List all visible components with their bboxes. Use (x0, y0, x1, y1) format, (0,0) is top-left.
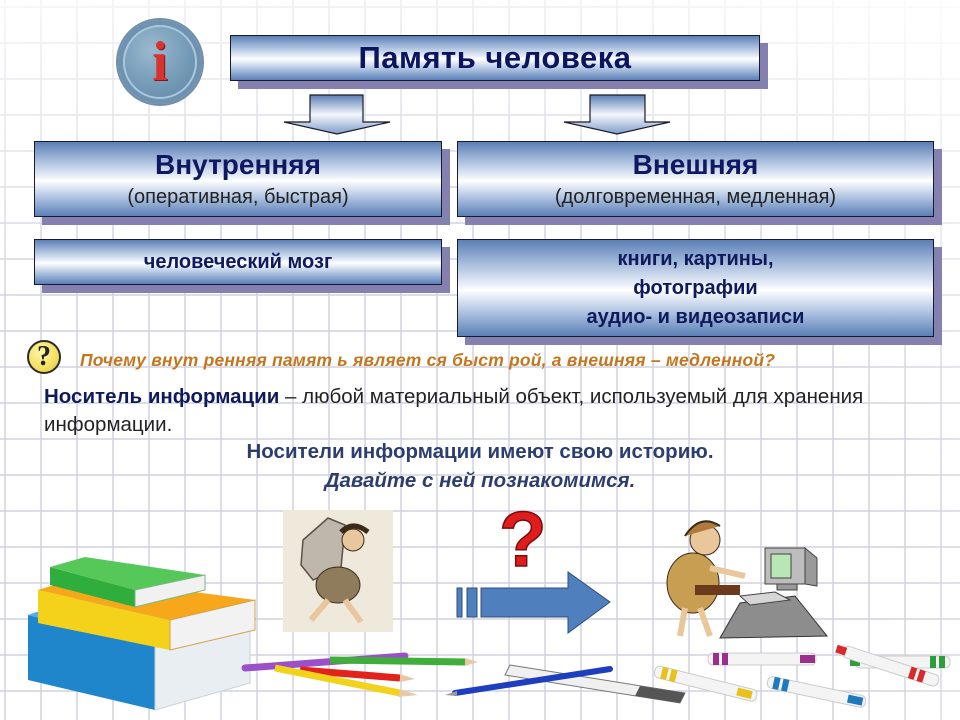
title-box: Память человека (230, 35, 760, 81)
books-stack-icon (28, 557, 256, 711)
red-question-mark: ? (498, 495, 547, 583)
external-memory-subtitle: (долговременная, медленная) (554, 186, 837, 209)
ruler-and-pen-icon (445, 664, 686, 704)
question-text: Почему внут ренняя памят ь являет ся быс… (80, 350, 776, 370)
caveman-computer-icon (666, 520, 829, 639)
external-memory-box: Внешняя (долговременная, медленная) (457, 141, 934, 217)
internal-example: человеческий мозг (143, 250, 333, 273)
invite-line: Давайте с ней познакомимся. (324, 469, 636, 492)
definition-paragraph: Носитель информации – любой материальный… (44, 383, 924, 439)
history-line: Носители информации имеют свою историю. (246, 440, 714, 463)
info-glyph: i (152, 31, 168, 93)
external-example-1: книги, картины, (617, 247, 774, 270)
external-memory-examples-box: книги, картины, фотографии аудио- и виде… (457, 239, 934, 337)
question-icon: ? (27, 340, 61, 374)
definition-term: Носитель информации (44, 385, 280, 408)
down-arrow-right-icon (563, 94, 671, 135)
caveman-stone-illustration (283, 510, 393, 632)
external-example-2: фотографии (633, 276, 758, 299)
markers-icon (653, 644, 951, 708)
internal-memory-title: Внутренняя (155, 148, 321, 180)
blue-right-arrow-icon (456, 571, 611, 634)
internal-memory-box: Внутренняя (оперативная, быстрая) (34, 141, 442, 217)
external-example-3: аудио- и видеозаписи (586, 305, 805, 328)
internal-memory-examples-box: человеческий мозг (34, 239, 442, 285)
page-title: Память человека (358, 40, 632, 75)
definition-body: – любой материальный объект, используемы… (44, 385, 864, 436)
internal-memory-subtitle: (оперативная, быстрая) (127, 186, 349, 209)
info-icon: i (118, 20, 202, 104)
down-arrow-left-icon (283, 94, 391, 135)
external-memory-title: Внешняя (632, 148, 759, 180)
pencils-icon (241, 652, 478, 697)
question-glyph: ? (37, 341, 51, 372)
caveman-carrying-stone-icon (300, 517, 370, 624)
